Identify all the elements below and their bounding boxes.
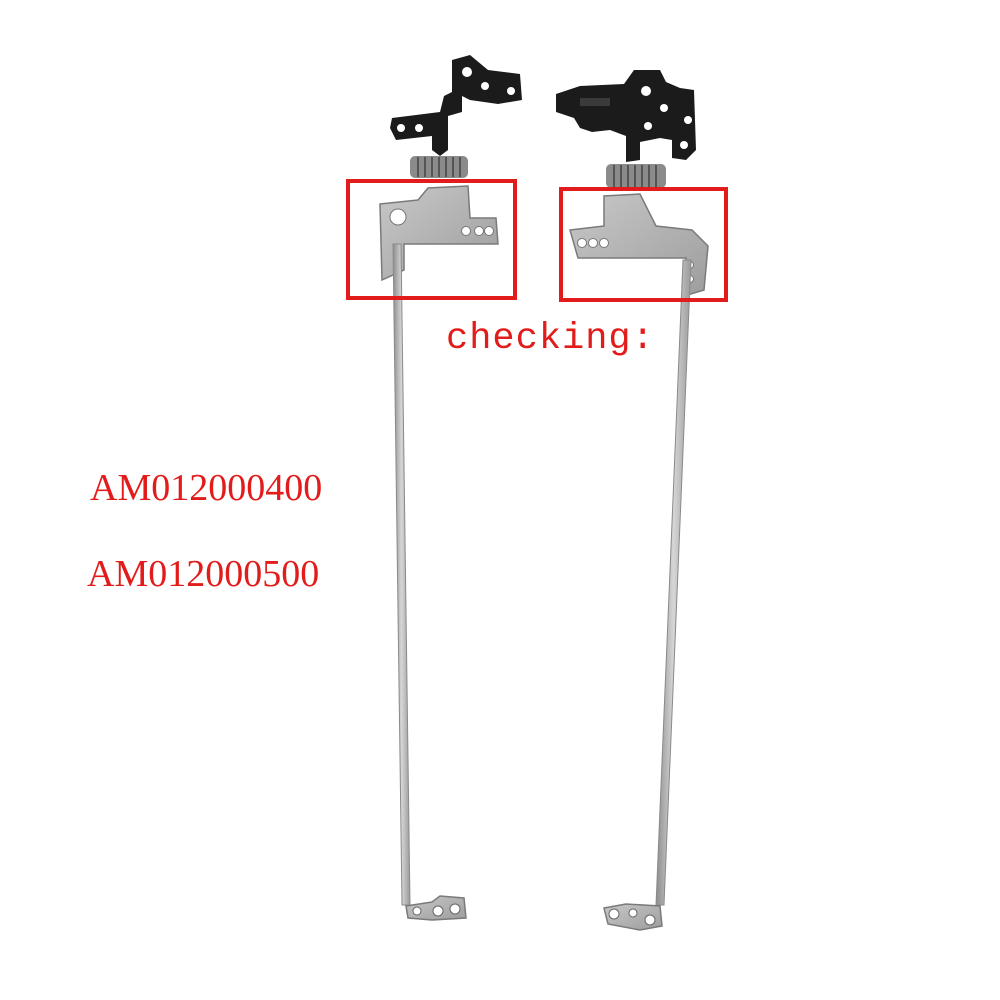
right-hinge (556, 70, 709, 931)
foot-hole (608, 908, 620, 920)
bracket-hole (481, 82, 489, 90)
foot-hole (644, 914, 656, 926)
plate-hole (389, 208, 407, 226)
left-arm (392, 243, 411, 906)
bracket-hole (415, 124, 423, 132)
plate-hole (599, 238, 609, 248)
part-number-1: AM012000400 (90, 467, 323, 509)
plate-hole (474, 226, 484, 236)
right-plate (569, 193, 709, 298)
bracket-hole (644, 122, 652, 130)
bracket-hole (397, 124, 405, 132)
foot-hole (449, 903, 461, 915)
left-hinge (379, 55, 522, 921)
checking-label: checking: (446, 318, 655, 360)
foot-hole (432, 905, 444, 917)
bracket-hole (660, 104, 668, 112)
left-bracket (390, 55, 522, 156)
part-number-2: AM012000500 (87, 553, 320, 595)
plate-hole (577, 238, 587, 248)
bracket-hole (680, 141, 688, 149)
plate-hole (461, 226, 471, 236)
bracket-hole (684, 116, 692, 124)
plate-hole (588, 238, 598, 248)
bracket-hole (507, 87, 515, 95)
foot-hole (628, 908, 638, 918)
foot-hole (412, 906, 422, 916)
right-arm (655, 259, 692, 906)
left-highlight-box (346, 179, 517, 300)
bracket-hole (641, 86, 651, 96)
right-highlight-box (559, 187, 728, 302)
right-bracket (556, 70, 696, 162)
bracket-hole (462, 67, 472, 77)
plate-hole (484, 226, 494, 236)
